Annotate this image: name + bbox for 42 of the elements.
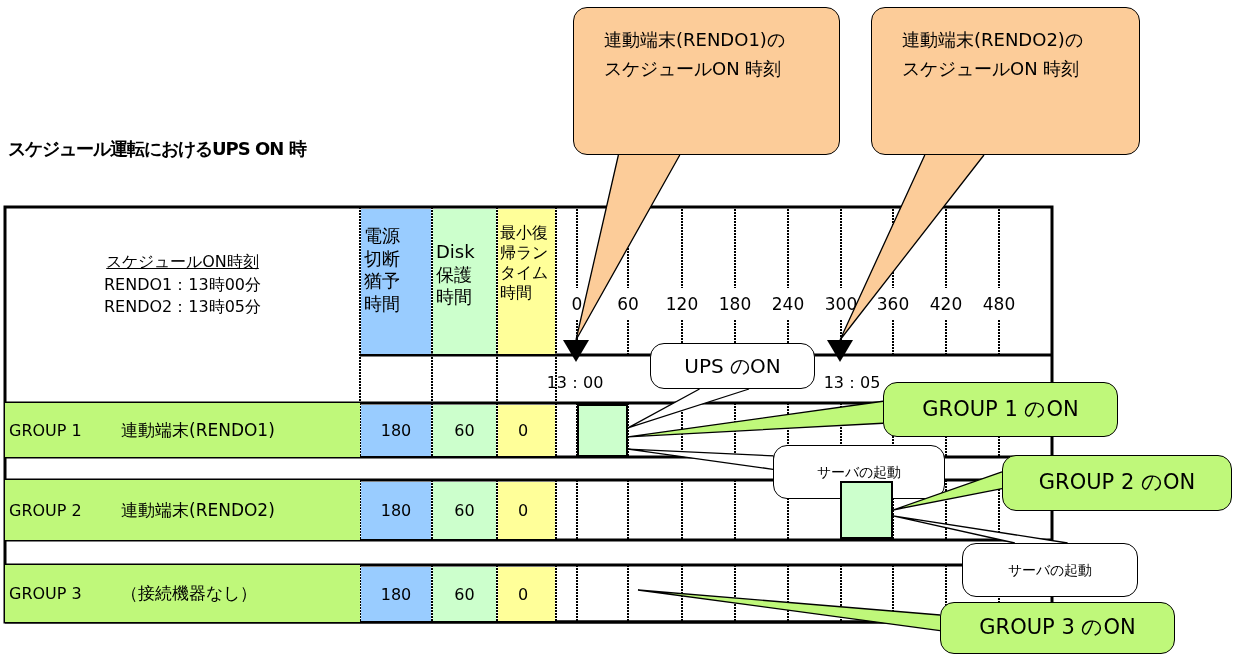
column-header: 最小復帰ランタイム時間: [498, 209, 555, 354]
time-value: 180: [361, 482, 431, 539]
time-value: 0: [498, 405, 555, 456]
time-bar: [840, 481, 893, 539]
callout-bubble: サーバの起動: [962, 543, 1138, 597]
column-header: Disk保護時間: [433, 209, 496, 354]
device-name: 連動端末(RENDO1): [115, 403, 360, 457]
tick-label: 60: [616, 293, 640, 316]
group-label: GROUP 2: [5, 480, 115, 540]
callout-bubble: GROUP 3 のON: [940, 602, 1175, 654]
group-label: GROUP 1: [5, 403, 115, 457]
chart-title: スケジュール運転におけるUPS ON 時: [8, 137, 308, 161]
tick-label: 180: [717, 293, 753, 316]
tick-label: 480: [981, 293, 1017, 316]
callout-bubble: 連動端末(RENDO2)のスケジュールON 時刻: [871, 7, 1140, 155]
time-label: 13：05: [822, 372, 882, 394]
tick-label: 240: [770, 293, 806, 316]
tick-label: 120: [664, 293, 700, 316]
time-value: 180: [361, 405, 431, 456]
time-bar: [577, 404, 628, 457]
time-value: 180: [361, 567, 431, 621]
time-label: 13：00: [545, 372, 605, 394]
device-name: （接続機器なし）: [115, 565, 360, 622]
time-value: 60: [433, 405, 496, 456]
tick-label: 360: [875, 293, 911, 316]
time-value: 60: [433, 567, 496, 621]
triangle-marker: [563, 340, 589, 362]
time-value: 0: [498, 482, 555, 539]
tick-label: 420: [928, 293, 964, 316]
time-value: 0: [498, 567, 555, 621]
callout-bubble: GROUP 1 のON: [883, 382, 1118, 437]
tick-label: 300: [823, 293, 859, 316]
column-header: 電源切断猶予時間: [361, 209, 431, 354]
callout-bubble: UPS のON: [650, 343, 815, 389]
device-name: 連動端末(RENDO2): [115, 480, 360, 540]
triangle-marker: [827, 340, 853, 362]
tick-label: 0: [570, 293, 584, 316]
time-value: 60: [433, 482, 496, 539]
group-label: GROUP 3: [5, 565, 115, 622]
header-label: スケジュールON時刻: [105, 250, 260, 273]
schedule-time: RENDO1：13時00分: [103, 274, 262, 296]
schedule-time: RENDO2：13時05分: [103, 296, 262, 318]
